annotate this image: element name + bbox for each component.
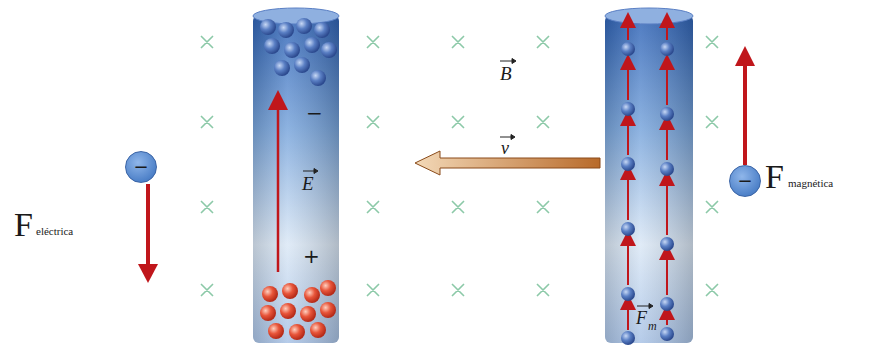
field-label: B xyxy=(500,64,512,83)
force-label: F xyxy=(14,208,33,242)
field-label: E xyxy=(302,174,314,193)
charge-sign: + xyxy=(303,246,320,266)
force-label: F xyxy=(765,160,784,194)
force-subscript: m xyxy=(648,320,657,332)
electron-circle: − xyxy=(125,151,157,183)
charge-sign: − xyxy=(133,158,148,176)
charge-sign: − xyxy=(306,103,323,123)
force-subscript: magnética xyxy=(788,178,833,189)
force-subscript: eléctrica xyxy=(36,226,73,237)
electron-circle: − xyxy=(729,165,761,197)
force-label: F xyxy=(636,309,647,327)
velocity-label: v xyxy=(501,139,509,157)
charge-sign: − xyxy=(737,172,752,190)
